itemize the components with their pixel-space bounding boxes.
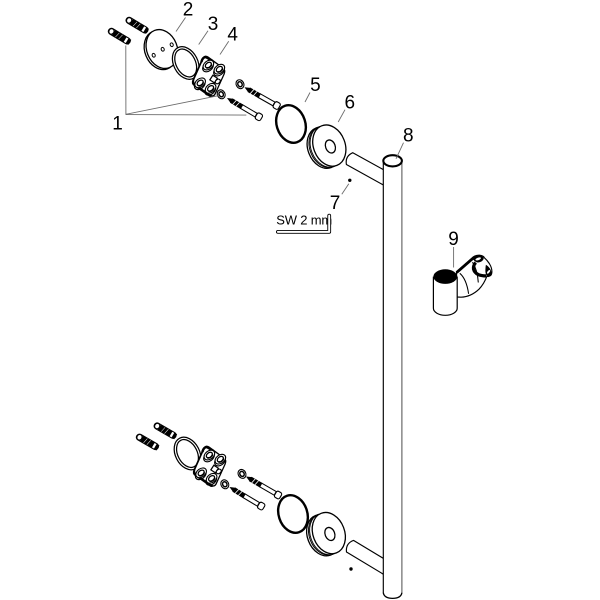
svg-text:9: 9	[448, 229, 459, 250]
svg-text:SW 2 mm: SW 2 mm	[276, 213, 332, 228]
svg-text:5: 5	[310, 75, 321, 96]
svg-text:7: 7	[330, 193, 341, 214]
svg-text:1: 1	[112, 114, 123, 135]
svg-text:4: 4	[227, 24, 238, 45]
svg-text:6: 6	[345, 92, 356, 113]
svg-text:2: 2	[183, 0, 194, 20]
svg-text:8: 8	[403, 125, 414, 146]
svg-text:3: 3	[208, 14, 219, 35]
